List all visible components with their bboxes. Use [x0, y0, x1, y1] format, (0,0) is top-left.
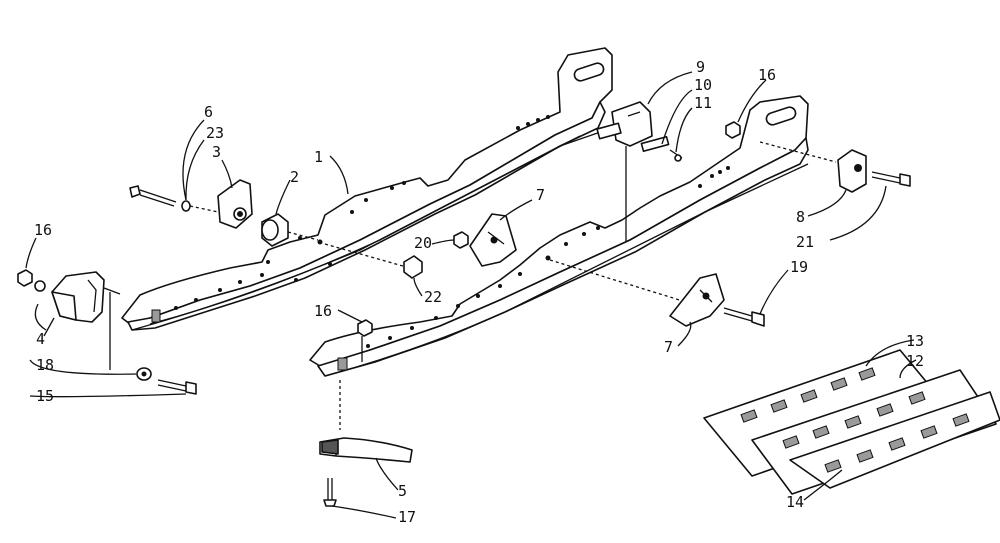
callout-16-rear: 16 — [758, 66, 776, 84]
callout-10: 10 — [694, 76, 712, 94]
callout-18: 18 — [36, 356, 54, 374]
bolt-part-15 — [157, 379, 197, 395]
callout-16-lower: 16 — [314, 302, 332, 320]
callout-4: 4 — [36, 330, 45, 348]
callout-13: 13 — [906, 332, 924, 350]
mount-block-part-3 — [217, 179, 253, 229]
washer-left — [34, 280, 46, 292]
callout-22: 22 — [424, 288, 442, 306]
bolt-part-21 — [871, 171, 911, 187]
cross-shaft-bracket — [596, 101, 683, 242]
bolt-part-6 — [129, 185, 177, 207]
track-assembly — [703, 349, 1000, 495]
nut-part-16-left — [17, 269, 33, 287]
nut-part-20 — [453, 231, 469, 249]
left-rail-holes — [174, 115, 550, 310]
callout-20: 20 — [414, 234, 432, 252]
callout-9: 9 — [696, 58, 705, 76]
nut-part-16-rear — [725, 121, 741, 139]
spacer-part-2 — [261, 213, 289, 247]
nut-part-22 — [403, 255, 423, 279]
callout-17: 17 — [398, 508, 416, 526]
bolt-part-19 — [723, 307, 765, 327]
screw-part-17 — [323, 478, 337, 507]
left-slide-rail — [121, 47, 613, 331]
callout-16-left: 16 — [34, 221, 52, 239]
callout-3: 3 — [212, 143, 221, 161]
bumper-part-4 — [51, 271, 121, 370]
wear-shoe-part-5 — [319, 437, 413, 463]
callout-7-lower: 7 — [664, 338, 673, 356]
bracket-part-7-lower — [669, 273, 725, 327]
bracket-part-7-upper — [469, 213, 517, 267]
bracket-part-8 — [837, 149, 867, 193]
callout-5: 5 — [398, 482, 407, 500]
callout-11: 11 — [694, 94, 712, 112]
callout-8: 8 — [796, 208, 805, 226]
callout-12: 12 — [906, 352, 924, 370]
callout-14: 14 — [786, 493, 804, 511]
callout-15: 15 — [36, 387, 54, 405]
washer-part-23 — [181, 200, 191, 212]
callout-19: 19 — [790, 258, 808, 276]
callout-21: 21 — [796, 233, 814, 251]
callout-labels: 6 23 3 1 2 16 4 18 15 9 10 11 16 7 20 22… — [34, 58, 924, 526]
nut-part-16-lower — [357, 319, 373, 337]
track-lugs — [740, 367, 970, 473]
callout-7-upper: 7 — [536, 186, 545, 204]
callout-1: 1 — [314, 148, 323, 166]
leader-lines — [25, 71, 917, 519]
right-rail-holes — [366, 166, 730, 348]
callout-2: 2 — [290, 168, 299, 186]
callout-6: 6 — [204, 103, 213, 121]
callout-23: 23 — [206, 124, 224, 142]
